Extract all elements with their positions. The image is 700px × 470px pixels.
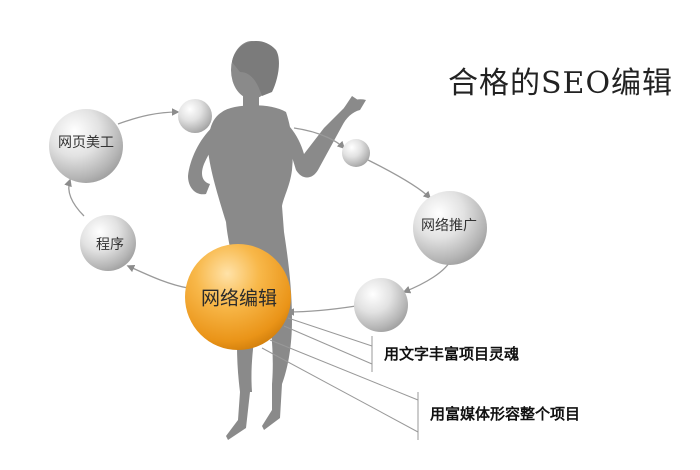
annotation-text-enrich: 用文字丰富项目灵魂 <box>384 345 520 363</box>
editing-label: 网络编辑 <box>200 287 278 310</box>
annotation-rich-media: 用富媒体形容整个项目 <box>430 405 581 423</box>
program-label: 程序 <box>96 237 124 253</box>
editing-node <box>185 244 291 350</box>
small-node-right-bottom <box>354 278 408 332</box>
program-node <box>80 215 136 271</box>
promotion-node <box>413 191 487 265</box>
small-node-right-top <box>342 139 370 167</box>
web-design-node <box>49 109 123 183</box>
web-design-label: 网页美工 <box>58 135 114 151</box>
small-node-top <box>178 99 212 133</box>
callout-lines <box>261 317 419 440</box>
page-title: 合格的SEO编辑 <box>448 66 674 101</box>
flow-arrows <box>64 108 453 316</box>
promotion-label: 网络推广 <box>421 218 477 234</box>
woman-silhouette <box>188 40 366 440</box>
